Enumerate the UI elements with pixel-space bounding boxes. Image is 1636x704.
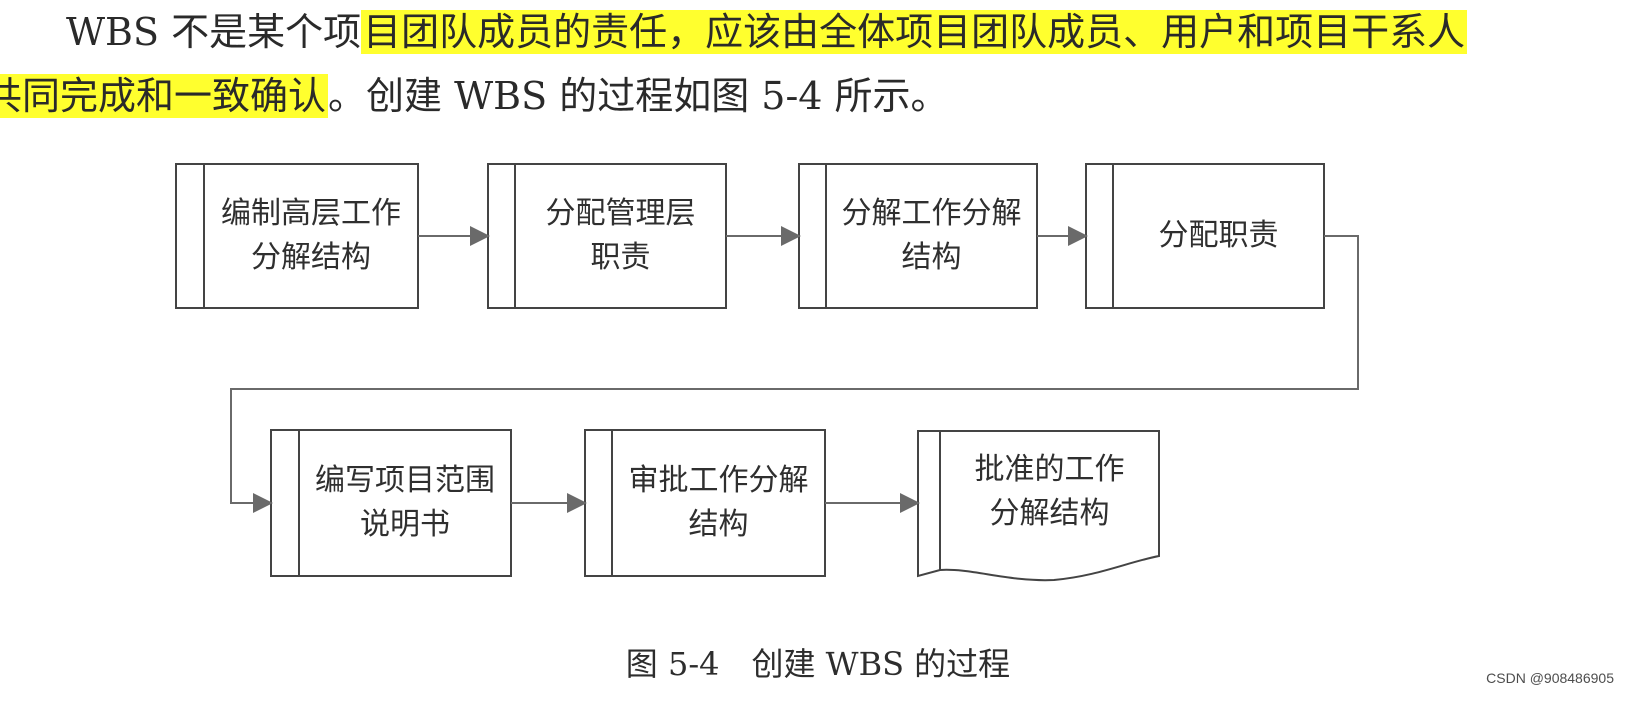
wbs-flowchart	[175, 163, 1359, 582]
node-label-2: 分配管理层 职责	[515, 164, 726, 308]
paragraph-highlight-text: 目团队成员的责任，应该由全体项目团队成员、用户和项目干系人	[361, 10, 1468, 54]
node-label-5: 编写项目范围 说明书	[299, 430, 511, 576]
paragraph-plain-text: WBS 不是某个项	[66, 10, 362, 54]
node-label-line: 分解结构	[251, 240, 371, 275]
node-label-line: 审批工作分解	[628, 463, 809, 498]
node-label-1: 编制高层工作 分解结构	[204, 164, 418, 308]
wbs-process-diagram: 编制高层工作 分解结构 分配管理层 职责 分解工作分解 结构 分配职责 编写项目…	[0, 150, 1636, 630]
node-label-7: 批准的工作 分解结构	[940, 436, 1159, 548]
node-label-line: 职责	[590, 240, 651, 275]
document-node	[917, 430, 1160, 582]
node-label-line: 分解工作分解	[841, 196, 1022, 231]
arrow-edge-4-5	[230, 235, 1359, 513]
node-label-3: 分解工作分解 结构	[826, 164, 1037, 308]
node-label-line: 编写项目范围	[315, 463, 495, 498]
node-label-line: 结构	[688, 507, 749, 542]
paragraph-highlight-text: 共同完成和一致确认	[0, 74, 329, 118]
intro-paragraph: WBS 不是某个项目团队成员的责任，应该由全体项目团队成员、用户和项目干系人 共…	[0, 0, 1636, 130]
paragraph-line-1: WBS 不是某个项目团队成员的责任，应该由全体项目团队成员、用户和项目干系人	[66, 0, 1468, 64]
node-label-line: 分配职责	[1158, 218, 1279, 253]
watermark-text: CSDN @908486905	[1486, 670, 1614, 686]
node-label-line: 批准的工作	[974, 452, 1125, 487]
node-label-line: 结构	[901, 240, 962, 275]
node-label-line: 编制高层工作	[221, 196, 401, 231]
paragraph-plain-text: 。创建 WBS 的过程如图 5-4 所示。	[328, 74, 949, 118]
paragraph-line-2: 共同完成和一致确认。创建 WBS 的过程如图 5-4 所示。	[0, 64, 949, 128]
node-label-line: 分解结构	[989, 496, 1110, 531]
node-label-line: 分配管理层	[545, 196, 696, 231]
node-label-6: 审批工作分解 结构	[612, 430, 825, 576]
node-label-line: 说明书	[360, 507, 450, 542]
figure-caption: 图 5-4 创建 WBS 的过程	[625, 645, 1011, 683]
node-label-4: 分配职责	[1113, 164, 1324, 308]
